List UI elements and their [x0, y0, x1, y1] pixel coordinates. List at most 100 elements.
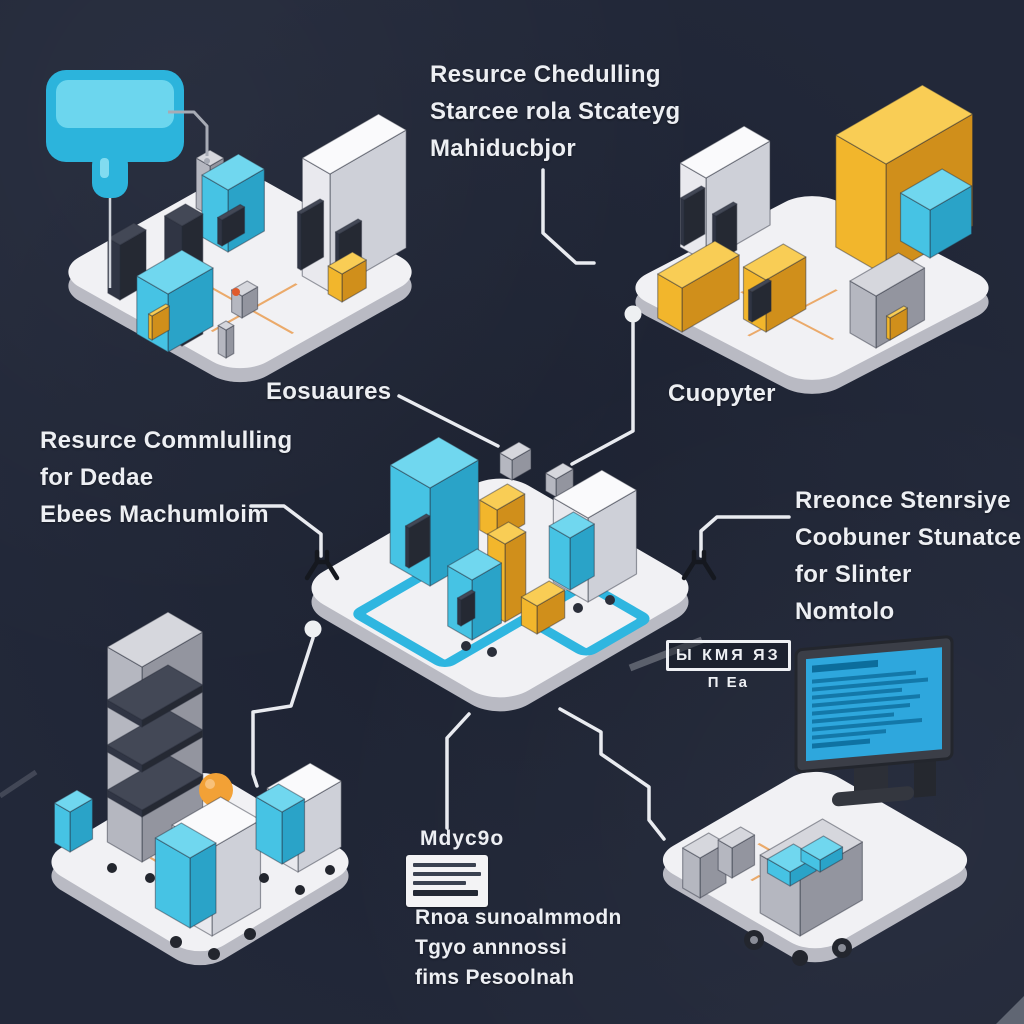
connector-bottom-right	[558, 707, 666, 841]
connector-nodes	[304, 305, 642, 638]
cart-contents	[800, 835, 844, 861]
machine	[849, 252, 926, 297]
mid-right-label: Rreonce Stenrsiye Coobuner Stunatce for …	[795, 482, 1021, 630]
machine-panel	[147, 313, 153, 341]
small-machine	[717, 826, 756, 849]
label-line: for Dedae	[40, 464, 154, 491]
machine-window	[456, 597, 462, 627]
small-cart	[499, 441, 532, 461]
big-machine	[835, 84, 974, 165]
agv	[479, 483, 526, 511]
machine-panel	[255, 783, 306, 813]
label-line: Resurce Chedulling	[430, 61, 661, 88]
machine-inset	[899, 168, 973, 211]
caster	[573, 603, 583, 613]
connector-eosuaures	[397, 394, 500, 448]
connector-mid-left	[249, 504, 323, 558]
label-line: Tgyo annnossi	[415, 936, 568, 959]
tag-shine	[56, 80, 174, 128]
machine-panel	[885, 315, 891, 341]
machine	[136, 249, 214, 295]
tag-bulb-shine	[100, 158, 109, 178]
tag-side-connector	[168, 110, 209, 156]
mid-left-label: Resurce Commlulling for Dedae Ebees Mach…	[40, 422, 292, 533]
generator	[327, 251, 367, 275]
node-dot	[304, 620, 322, 638]
caster	[244, 928, 256, 940]
container-grid	[711, 201, 738, 217]
id-badge: Ы КМЯ ЯЗ П Еа	[666, 640, 791, 691]
machine-panel	[885, 305, 908, 319]
cabinet-grid	[334, 218, 363, 235]
machine	[742, 243, 807, 281]
connectors	[249, 168, 791, 841]
caster	[461, 641, 471, 651]
clamp-markers	[304, 549, 717, 581]
container-grid	[679, 197, 685, 247]
card-line	[413, 881, 467, 885]
connector-top-label	[541, 168, 596, 265]
connector-bottom-left	[251, 636, 315, 788]
bottom-mini-title: Mdyc9o	[420, 827, 505, 850]
machine-window	[217, 216, 223, 247]
top-right-platform-caption: Cuopyter	[668, 380, 776, 407]
label-line: fims Pesoolnah	[415, 966, 575, 989]
caster	[208, 948, 220, 960]
robot-arm	[107, 222, 147, 246]
warning-light	[232, 288, 240, 296]
machine-panel	[548, 511, 595, 539]
card-line	[413, 890, 479, 896]
machine-window	[404, 513, 431, 529]
caster	[107, 863, 117, 873]
monitor-support	[914, 757, 936, 798]
machine	[447, 548, 503, 581]
conveyor	[657, 240, 740, 289]
badge-box-text: Ы КМЯ ЯЗ	[666, 640, 791, 671]
clamp-icon	[681, 549, 717, 581]
server-cabinet	[301, 113, 407, 175]
sphere-highlight	[205, 779, 215, 789]
barrel	[195, 149, 225, 167]
spec-card	[406, 855, 488, 907]
label-line: Resurce Commlulling	[40, 427, 293, 454]
connector-mid-right	[699, 515, 791, 558]
container-grid	[679, 185, 706, 201]
cnc-machine	[389, 436, 480, 489]
connector-end-dot	[204, 158, 210, 164]
monitor	[794, 635, 954, 807]
machine	[487, 521, 527, 545]
label-line: Mahiducbjor	[430, 135, 576, 162]
label-line: Nomtolo	[795, 598, 895, 625]
caster	[295, 885, 305, 895]
cyan-tag	[46, 70, 210, 288]
caster	[325, 865, 335, 875]
label-line: for Slinter	[795, 561, 912, 588]
machine-window	[217, 203, 246, 221]
machine-window	[404, 525, 410, 569]
node-dot	[624, 305, 642, 323]
caster	[487, 647, 497, 657]
tag-bulb	[92, 150, 128, 198]
bollard	[217, 320, 235, 331]
platforms-and-machines	[51, 84, 989, 966]
small-cart	[545, 462, 574, 480]
cart	[520, 580, 566, 607]
machine	[201, 153, 265, 191]
caster	[145, 873, 155, 883]
label-line: Ebees Machumloim	[40, 501, 269, 528]
monitor-foot	[832, 786, 914, 807]
machine	[552, 469, 638, 519]
card-line	[413, 863, 476, 867]
pole-machine	[164, 203, 204, 227]
caster	[170, 936, 182, 948]
top-center-label: Resurce Chedulling Starcee rola Stcateyg…	[430, 56, 680, 167]
machine-panel	[147, 303, 170, 317]
bottom-label: Rnoa sunoalmmodn Tgyo annnossi fims Peso…	[415, 903, 622, 993]
rack-shelf	[106, 664, 204, 721]
storage-rack	[106, 611, 204, 668]
label-line: Starcee rola Stcateyg	[430, 98, 681, 125]
monitor-screen	[806, 647, 942, 762]
connector-bottom-center	[445, 712, 471, 830]
